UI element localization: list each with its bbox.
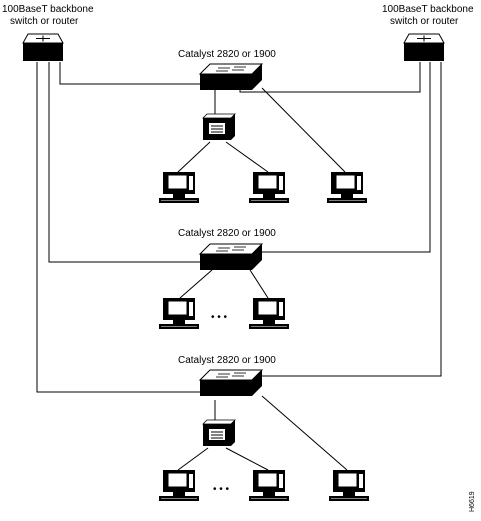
link-left-router-top-switch xyxy=(59,62,202,85)
backbone-left-label-line1: 100BaseT backbone xyxy=(2,4,94,15)
access-links xyxy=(177,87,348,471)
figure-id: H6619 xyxy=(469,491,476,512)
workstation-icon xyxy=(158,297,200,330)
link-left-router-middle-switch xyxy=(48,62,202,263)
workstation-icon xyxy=(248,171,290,204)
backbone-links xyxy=(36,62,442,393)
catalyst-middle-label: Catalyst 2820 or 1900 xyxy=(178,228,276,239)
workstation-icon xyxy=(248,469,290,502)
router-icon xyxy=(22,33,64,62)
ellipsis-middle: • • • xyxy=(211,312,228,323)
switch-icon xyxy=(199,369,263,397)
workstation-icon xyxy=(248,297,290,330)
link-right-router-top-switch xyxy=(239,62,421,93)
backbone-left-label-line2: switch or router xyxy=(10,16,79,27)
workstation-icon xyxy=(158,171,200,204)
workstation-icon xyxy=(326,171,368,204)
workstation-icon xyxy=(158,469,200,502)
ellipsis-bottom: • • • xyxy=(213,484,230,495)
link-right-router-middle-switch xyxy=(262,62,431,253)
hub-icon xyxy=(202,419,236,447)
link-left-router-bottom-switch xyxy=(36,62,202,393)
hub-icon xyxy=(202,113,236,141)
catalyst-top-label: Catalyst 2820 or 1900 xyxy=(178,49,276,60)
router-icon xyxy=(403,33,445,62)
workstation-icon xyxy=(328,469,370,502)
link-right-router-bottom-switch xyxy=(262,62,442,377)
switch-icon xyxy=(199,63,263,91)
switch-icon xyxy=(199,243,263,271)
catalyst-bottom-label: Catalyst 2820 or 1900 xyxy=(178,355,276,366)
backbone-right-label-line1: 100BaseT backbone xyxy=(382,4,474,15)
backbone-right-label-line2: switch or router xyxy=(390,16,459,27)
